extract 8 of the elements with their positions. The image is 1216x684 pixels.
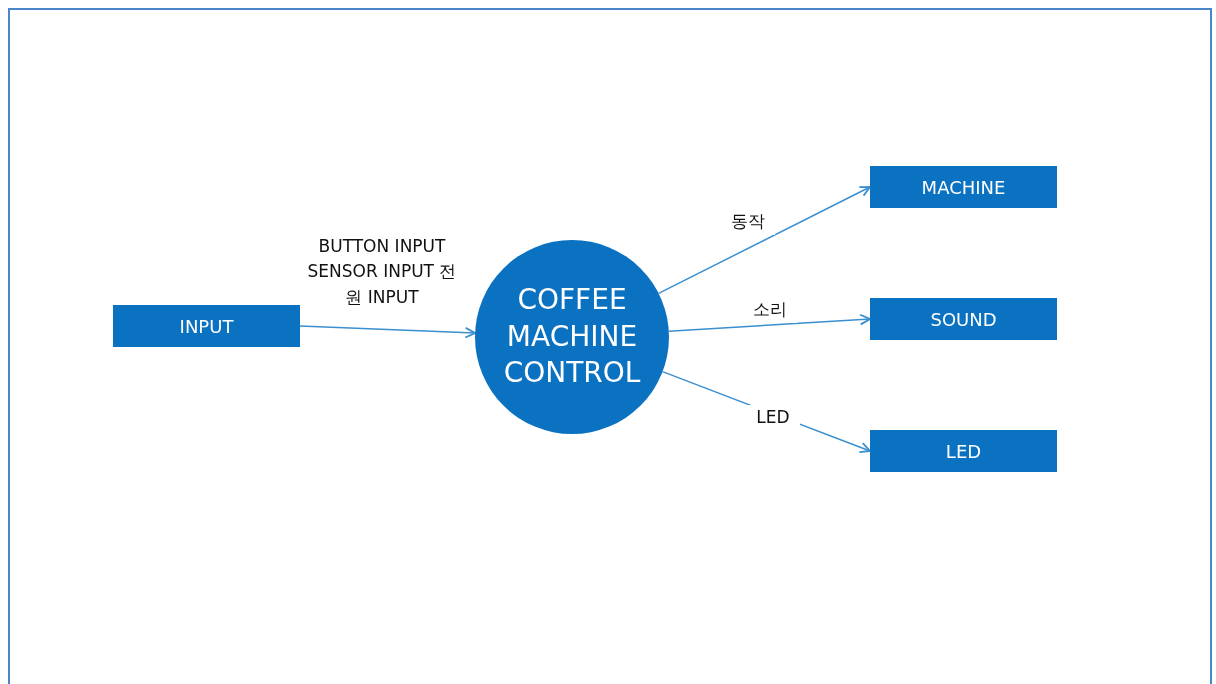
arrow <box>657 186 871 295</box>
control-circle: COFFEE MACHINE CONTROL <box>475 240 669 434</box>
input-box: INPUT <box>113 305 300 347</box>
output-box: LED <box>870 430 1057 472</box>
arrow <box>668 313 871 332</box>
output-box: MACHINE <box>870 166 1057 208</box>
output-box: SOUND <box>870 298 1057 340</box>
arrow <box>299 325 476 339</box>
